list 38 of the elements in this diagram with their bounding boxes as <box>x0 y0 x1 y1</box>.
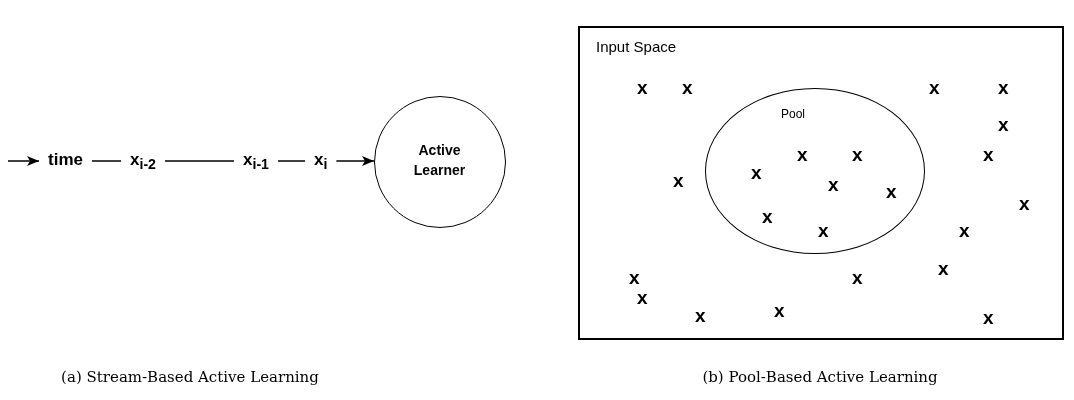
connector-line <box>277 160 306 162</box>
sample-mark: x <box>998 78 1009 97</box>
arrow <box>7 156 40 166</box>
sample-mark: x <box>751 163 762 182</box>
sample-mark: x <box>998 115 1009 134</box>
sample-mark: x <box>762 207 773 226</box>
figure-caption: (a) Stream-Based Active Learning <box>61 368 319 386</box>
sample-mark: x <box>852 145 863 164</box>
input-space-box <box>578 26 1064 340</box>
connector-line <box>91 160 122 162</box>
sample-mark: x <box>629 268 640 287</box>
connector-line <box>164 160 235 162</box>
sample-mark: x <box>983 308 994 327</box>
stream-item-label: x$_{i-2}$ <box>130 150 156 173</box>
sample-mark: x <box>828 175 839 194</box>
sample-mark: x <box>886 182 897 201</box>
sample-mark: x <box>983 145 994 164</box>
pool-label: Pool <box>781 107 806 121</box>
sample-mark: x <box>797 145 808 164</box>
figure-caption: (b) Pool-Based Active Learning <box>702 368 938 386</box>
stream-item-label: x$_{i-1}$ <box>243 150 269 173</box>
learner-label: Active Learner <box>412 141 467 180</box>
stream-item-label: x$_{i}$ <box>314 150 328 173</box>
arrow <box>335 156 375 166</box>
sample-mark: x <box>637 78 648 97</box>
sample-mark: x <box>959 221 970 240</box>
space-heading: Input Space <box>596 38 677 55</box>
sample-mark: x <box>938 259 949 278</box>
sample-mark: x <box>852 268 863 287</box>
sample-mark: x <box>682 78 693 97</box>
stream-item-label: time <box>48 150 83 170</box>
sample-mark: x <box>637 288 648 307</box>
sample-mark: x <box>673 171 684 190</box>
sample-mark: x <box>1019 194 1030 213</box>
sample-mark: x <box>774 301 785 320</box>
sample-mark: x <box>929 78 940 97</box>
sample-mark: x <box>695 306 706 325</box>
sample-mark: x <box>818 221 829 240</box>
